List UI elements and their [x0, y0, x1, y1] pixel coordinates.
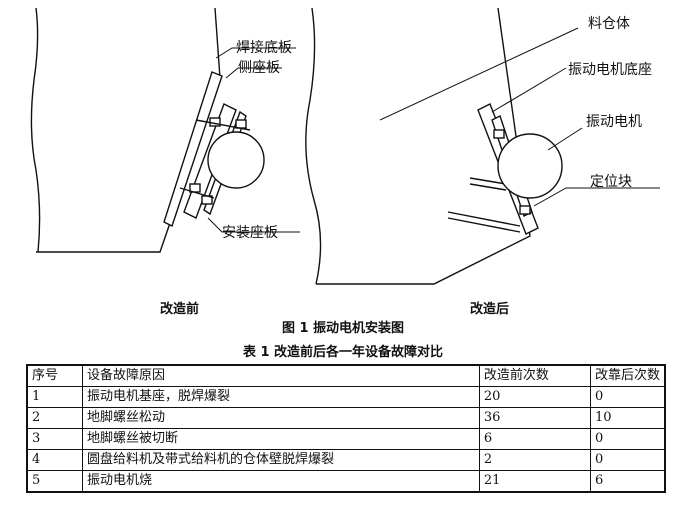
label-locator-block: 定位块	[590, 174, 632, 190]
after-bin-wall	[305, 7, 531, 285]
cell-after-count: 6	[589, 470, 666, 493]
cell-before-count: 21	[478, 470, 591, 493]
cell-cause: 振动电机烧	[82, 470, 480, 493]
cell-after-count: 0	[589, 428, 666, 450]
table-row: 4 圆盘给料机及带式给料机的仓体壁脱焊爆裂 2 0	[26, 449, 666, 471]
caption-before: 改造前	[160, 302, 200, 317]
table-header-row: 序号 设备故障原因 改造前次数 改靠后次数	[26, 364, 666, 387]
label-mount-plate: 安装座板	[222, 225, 278, 241]
label-bin-body: 料仓体	[588, 16, 630, 32]
cell-before-count: 36	[478, 407, 591, 429]
header-after-count: 改靠后次数	[589, 364, 666, 387]
after-drawing	[305, 7, 660, 285]
table-row: 2 地脚螺丝松动 36 10	[26, 407, 666, 429]
caption-after: 改造后	[470, 302, 510, 317]
table-row: 5 振动电机烧 21 6	[26, 470, 666, 493]
before-bolts	[179, 117, 251, 205]
table-row: 3 地脚螺丝被切断 6 0	[26, 428, 666, 450]
cell-after-count: 10	[589, 407, 666, 429]
cell-before-count: 2	[478, 449, 591, 471]
cell-before-count: 20	[478, 386, 591, 408]
before-weld-base-plate	[163, 71, 223, 227]
after-bolts	[447, 129, 531, 233]
header-index: 序号	[26, 364, 84, 387]
cell-index: 1	[26, 386, 84, 408]
cell-after-count: 0	[589, 449, 666, 471]
header-cause: 设备故障原因	[82, 364, 480, 387]
cell-before-count: 6	[478, 428, 591, 450]
after-vibration-motor	[497, 133, 563, 199]
label-motor-base: 振动电机底座	[568, 62, 652, 78]
motor-installation-figure: 焊接底板 侧座板 安装座板 料仓体 振动电机底座 振动电机 定位块	[30, 7, 660, 285]
figure-title: 图 1 振动电机安装图	[281, 321, 405, 336]
cell-cause: 圆盘给料机及带式给料机的仓体壁脱焊爆裂	[82, 449, 480, 471]
label-vibration-motor: 振动电机	[586, 114, 642, 130]
cell-index: 3	[26, 428, 84, 450]
cell-after-count: 0	[589, 386, 666, 408]
label-side-seat-plate: 侧座板	[238, 60, 280, 76]
cell-index: 2	[26, 407, 84, 429]
cell-index: 4	[26, 449, 84, 471]
before-vibration-motor	[207, 131, 265, 189]
cell-index: 5	[26, 470, 84, 493]
table-row: 1 振动电机基座，脱焊爆裂 20 0	[26, 386, 666, 408]
before-drawing	[30, 7, 300, 253]
table-title: 表 1 改造前后各一年设备故障对比	[242, 345, 444, 360]
header-before-count: 改造前次数	[478, 364, 591, 387]
cell-cause: 振动电机基座，脱焊爆裂	[82, 386, 480, 408]
label-weld-base-plate: 焊接底板	[236, 39, 292, 56]
cell-cause: 地脚螺丝被切断	[82, 428, 480, 450]
fault-comparison-table: 序号 设备故障原因 改造前次数 改靠后次数 1 振动电机基座，脱焊爆裂 20 0…	[26, 364, 666, 493]
cell-cause: 地脚螺丝松动	[82, 407, 480, 429]
